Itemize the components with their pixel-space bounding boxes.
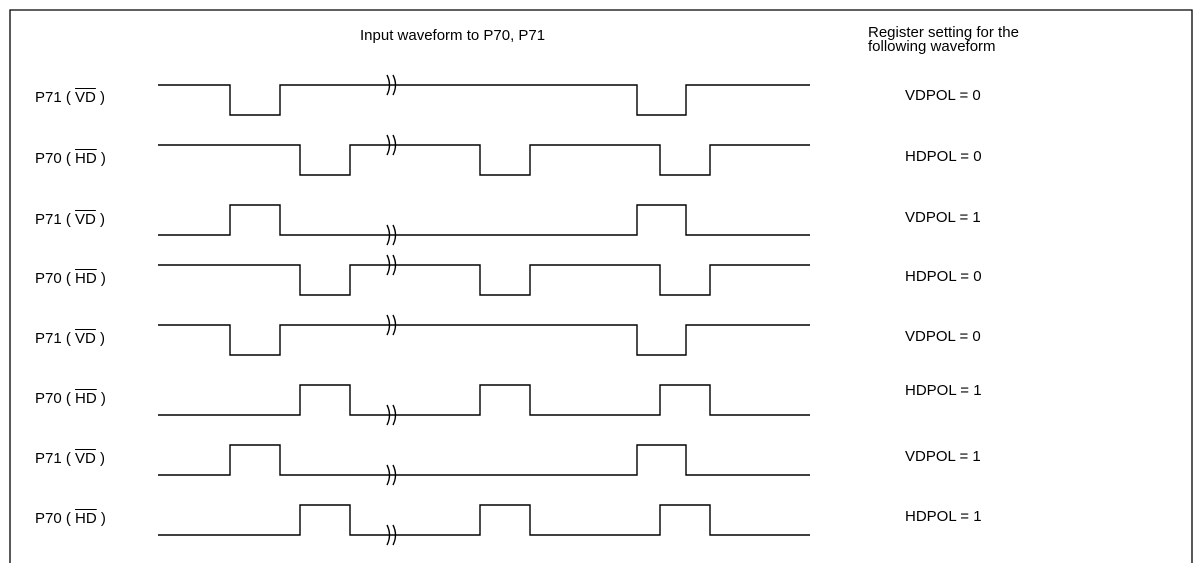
open-paren: ( [61, 330, 76, 347]
waveform-p71-1 [158, 84, 810, 116]
register-setting-7: VDPOL = 1 [905, 448, 981, 465]
open-paren: ( [61, 510, 76, 527]
row-label-5: P71 ( VD ) [35, 331, 105, 347]
open-paren: ( [61, 390, 76, 407]
waveform-p70-4 [158, 264, 810, 296]
open-paren: ( [61, 89, 76, 106]
row-label-2: P70 ( HD ) [35, 151, 106, 167]
close-paren: ) [96, 510, 106, 527]
close-paren: ) [96, 150, 106, 167]
register-setting-5: VDPOL = 0 [905, 328, 981, 345]
register-setting-4: HDPOL = 0 [905, 268, 982, 285]
register-setting-8: HDPOL = 1 [905, 508, 982, 525]
close-paren: ) [96, 390, 106, 407]
waveform-p71-5 [158, 324, 810, 356]
input-waveform-title: Input waveform to P70, P71 [360, 27, 546, 44]
pin-name: P71 [35, 211, 62, 228]
register-title-line-2: following waveform [868, 38, 996, 55]
close-paren: ) [96, 270, 106, 287]
signal-name: HD [75, 150, 97, 167]
waveforms [158, 74, 810, 546]
signal-name: HD [75, 390, 97, 407]
break-mark-1 [386, 74, 397, 96]
row-label-3: P71 ( VD ) [35, 212, 105, 228]
row-label-7: P71 ( VD ) [35, 451, 105, 467]
register-setting-6: HDPOL = 1 [905, 382, 982, 399]
open-paren: ( [61, 450, 76, 467]
open-paren: ( [61, 270, 76, 287]
close-paren: ) [95, 330, 106, 347]
close-paren: ) [95, 450, 106, 467]
open-paren: ( [61, 211, 76, 228]
signal-name: VD [75, 211, 96, 228]
pin-name: P70 [35, 270, 62, 287]
pin-name: P70 [35, 390, 62, 407]
signal-name: VD [75, 330, 96, 347]
row-label-1: P71 ( VD ) [35, 90, 105, 106]
break-mark-4 [386, 254, 397, 276]
register-title-line-1: Register setting for the [868, 24, 1019, 41]
break-mark-8 [386, 524, 397, 546]
frame-border [9, 9, 1193, 563]
row-label-4: P70 ( HD ) [35, 271, 106, 287]
close-paren: ) [95, 211, 106, 228]
row-label-6: P70 ( HD ) [35, 391, 106, 407]
break-mark-3 [386, 224, 397, 246]
signal-name: HD [75, 510, 97, 527]
pin-name: P70 [35, 510, 62, 527]
waveform-p70-6 [158, 384, 810, 416]
pin-name: P71 [35, 330, 62, 347]
pin-name: P71 [35, 450, 62, 467]
signal-name: HD [75, 270, 97, 287]
row-label-8: P70 ( HD ) [35, 511, 106, 527]
close-paren: ) [95, 89, 106, 106]
register-setting-1: VDPOL = 0 [905, 87, 981, 104]
signal-name: VD [75, 89, 96, 106]
break-mark-7 [386, 464, 397, 486]
pin-name: P70 [35, 150, 62, 167]
signal-name: VD [75, 450, 96, 467]
register-setting-3: VDPOL = 1 [905, 209, 981, 226]
waveform-p70-8 [158, 504, 810, 536]
register-setting-title: Register setting for the following wavef… [868, 24, 1019, 55]
waveform-p71-3 [158, 204, 810, 236]
open-paren: ( [61, 150, 76, 167]
break-mark-5 [386, 314, 397, 336]
waveform-p70-2 [158, 144, 810, 176]
register-setting-2: HDPOL = 0 [905, 148, 982, 165]
break-mark-2 [386, 134, 397, 156]
pin-name: P71 [35, 89, 62, 106]
break-mark-6 [386, 404, 397, 426]
waveform-p71-7 [158, 444, 810, 476]
